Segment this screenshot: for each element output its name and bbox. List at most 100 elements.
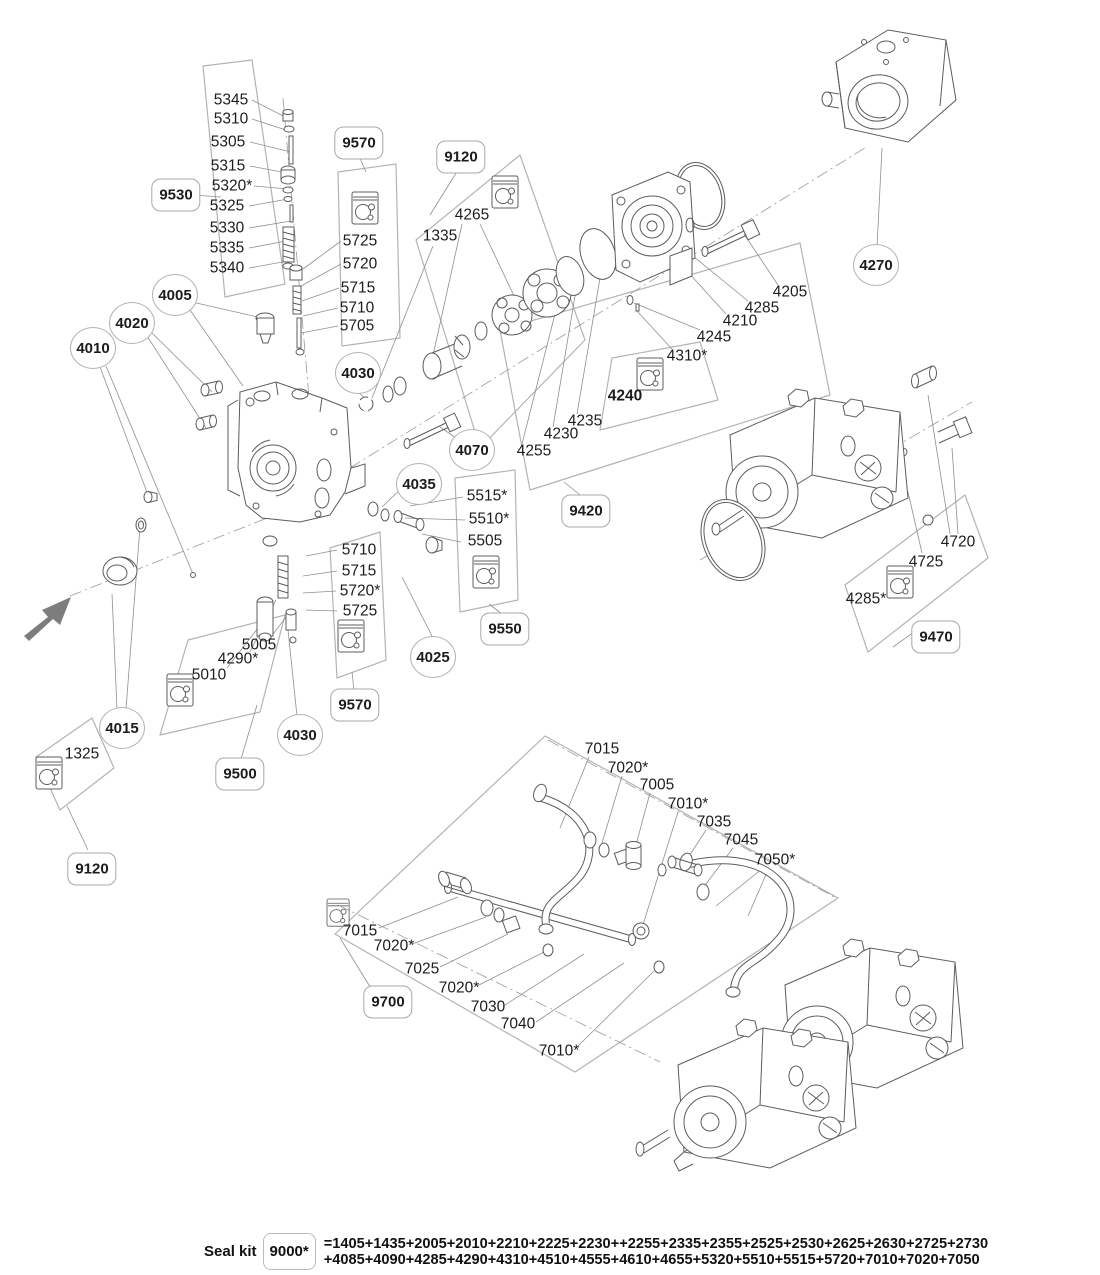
part-label-5705: 5705: [339, 317, 375, 335]
tandem-pump-assembly-drawing: [635, 938, 964, 1172]
kit-label-9420: 9420: [561, 494, 611, 528]
part-label-5710: 5710: [339, 299, 375, 317]
part-label-4230: 4230: [543, 425, 579, 443]
part-label-7040: 7040: [500, 1015, 536, 1033]
leader-lines: [66, 99, 959, 1048]
ref-balloon-4030-2: 4030: [277, 714, 323, 756]
pump-icon: [886, 565, 914, 599]
ref-balloon-4005: 4005: [152, 274, 198, 316]
kit-label-9570: 9570: [334, 126, 384, 160]
part-label-7010: 7010*: [667, 795, 709, 813]
part-label-5720-2: 5720*: [339, 582, 381, 600]
seal-kit-contents-line1: =1405+1435+2005+2010+2210+2225+2230++225…: [323, 1235, 989, 1252]
part-label-5725: 5725: [342, 232, 378, 250]
seal-kit-legend: Seal kit 9000* =1405+1435+2005+2010+2210…: [204, 1233, 988, 1270]
part-label-5720: 5720: [342, 255, 378, 273]
kit-label-9700: 9700: [363, 985, 413, 1019]
part-label-7020-2: 7020*: [373, 937, 415, 955]
part-label-5510: 5510*: [468, 510, 510, 528]
part-label-4205: 4205: [772, 283, 808, 301]
part-label-7035: 7035: [696, 813, 732, 831]
part-label-5310: 5310: [213, 110, 249, 128]
part-label-4285-2: 4285*: [845, 590, 887, 608]
ref-balloon-4010: 4010: [70, 327, 116, 369]
part-label-4725: 4725: [908, 553, 944, 571]
part-label-4285: 4285: [744, 299, 780, 317]
part-label-4265: 4265: [454, 206, 490, 224]
part-label-5330: 5330: [209, 219, 245, 237]
part-label-4310: 4310*: [666, 347, 708, 365]
part-label-7020-3: 7020*: [438, 979, 480, 997]
part-label-4235: 4235: [567, 412, 603, 430]
pump-icon: [636, 357, 664, 391]
pump-icon: [472, 555, 500, 589]
kit-label-9120: 9120: [436, 140, 486, 174]
ref-balloon-4030: 4030: [335, 352, 381, 394]
seal-kit-number: 9000*: [262, 1233, 316, 1270]
part-label-4240: 4240: [607, 387, 643, 405]
kit-label-9470: 9470: [911, 620, 961, 654]
seal-kit-contents-line2: +4085+4090+4285+4290+4310+4510+4555+4610…: [323, 1251, 980, 1268]
port-plate-drawing: [611, 171, 696, 286]
part-label-5710-2: 5710: [341, 541, 377, 559]
seal-kit-contents: =1405+1435+2005+2010+2210+2225+2230++225…: [324, 1236, 988, 1268]
part-label-5320: 5320*: [211, 177, 253, 195]
flow-direction-arrow: [24, 597, 71, 641]
part-label-5725-2: 5725: [342, 602, 378, 620]
part-label-5340: 5340: [209, 259, 245, 277]
part-label-1335: 1335: [422, 227, 458, 245]
part-label-7015: 7015: [584, 740, 620, 758]
part-label-1325: 1325: [64, 745, 100, 763]
pump-icon: [337, 619, 365, 653]
check-valve-parts: [367, 501, 443, 554]
part-label-7050: 7050*: [754, 851, 796, 869]
part-label-5505: 5505: [467, 532, 503, 550]
lower-spool-parts: [256, 535, 297, 644]
part-label-5010: 5010: [191, 666, 227, 684]
part-label-7030: 7030: [470, 998, 506, 1016]
part-label-5005: 5005: [241, 636, 277, 654]
ref-balloon-4025: 4025: [410, 636, 456, 678]
kit-label-9550: 9550: [480, 612, 530, 646]
kit-label-9570-2: 9570: [330, 688, 380, 722]
part-label-7045: 7045: [723, 831, 759, 849]
bearing-cup-drawing: [102, 556, 138, 586]
kit-label-9500: 9500: [215, 757, 265, 791]
axis-lines: [69, 97, 973, 1063]
part-label-5335: 5335: [209, 239, 245, 257]
part-label-4290: 4290*: [217, 650, 259, 668]
part-label-5515: 5515*: [466, 487, 508, 505]
part-label-4245: 4245: [696, 328, 732, 346]
part-label-5315: 5315: [210, 157, 246, 175]
part-label-5715: 5715: [340, 279, 376, 297]
part-label-5325: 5325: [209, 197, 245, 215]
part-label-4720: 4720: [940, 533, 976, 551]
plug-and-washer-parts: [135, 380, 223, 578]
pump-icon: [491, 175, 519, 209]
pump-icon: [35, 756, 63, 790]
pump-icon: [351, 191, 379, 225]
ref-balloon-4020: 4020: [109, 302, 155, 344]
ref-balloon-4015: 4015: [99, 707, 145, 749]
part-label-4255: 4255: [516, 442, 552, 460]
part-label-7020: 7020*: [607, 759, 649, 777]
kit-group-outlines: [35, 59, 989, 1073]
part-label-7005: 7005: [639, 776, 675, 794]
ref-balloon-4270: 4270: [853, 244, 899, 286]
valve-block-drawing: [227, 381, 366, 523]
hose-assembly-drawing: [438, 783, 795, 998]
kit-label-9530: 9530: [151, 178, 201, 212]
ref-balloon-4035: 4035: [396, 463, 442, 505]
pump-icon: [166, 673, 194, 707]
part-label-7025: 7025: [404, 960, 440, 978]
part-label-7015-2: 7015: [342, 922, 378, 940]
kit-label-9120-2: 9120: [67, 852, 117, 886]
relief-valve-spool-stack: [255, 109, 305, 356]
bolt-parts: [403, 219, 973, 526]
single-pump-assembly-drawing: [700, 388, 909, 582]
part-label-7010-2: 7010*: [538, 1042, 580, 1060]
part-label-5305: 5305: [210, 133, 246, 151]
part-label-4210: 4210: [722, 312, 758, 330]
